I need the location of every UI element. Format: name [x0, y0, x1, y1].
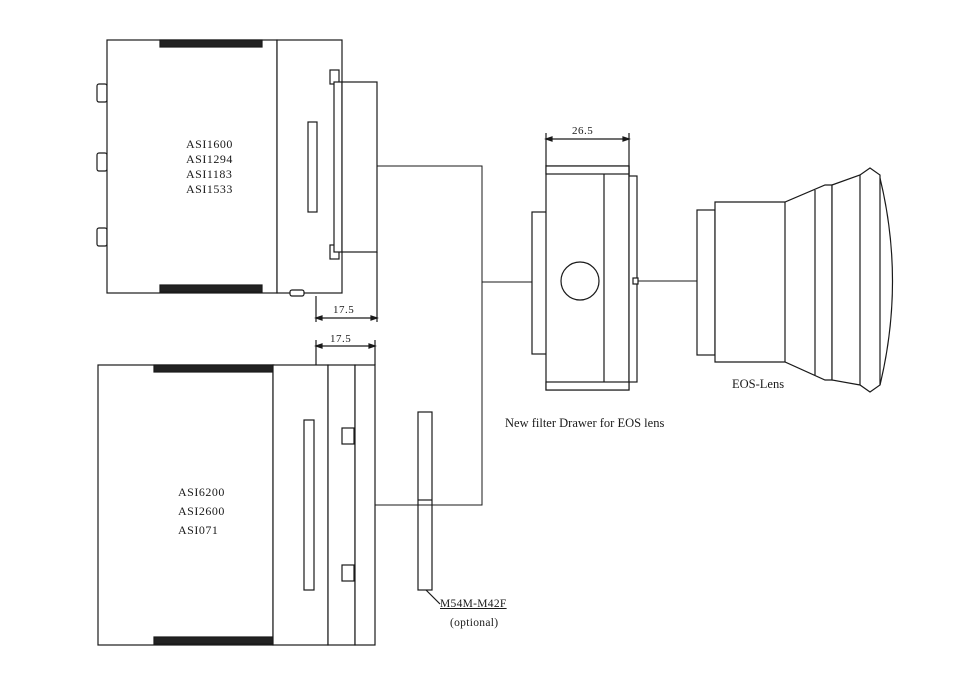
- lens-mount: [696, 209, 716, 356]
- camera-knob: [96, 152, 108, 172]
- mount-clip: [341, 564, 355, 582]
- filter-drawer-dimension: 26.5: [572, 125, 594, 137]
- dimension-filter-drawer: [544, 133, 631, 176]
- camera-knob: [96, 227, 108, 247]
- camera-top-dimension: 17.5: [333, 304, 355, 316]
- lens-front-glass: [879, 177, 894, 386]
- mount-clip: [341, 427, 355, 445]
- adapter-note: (optional): [450, 617, 499, 629]
- sensor-window: [303, 419, 315, 591]
- drawer-top-band: [545, 165, 630, 175]
- camera-front-plate: [354, 364, 376, 646]
- heatsink-strip: [153, 364, 275, 373]
- camera-front-thread: [341, 81, 378, 253]
- dimension-top-camera: [314, 252, 379, 322]
- camera-bottom-model-1: ASI6200: [178, 485, 225, 499]
- eos-lens: [696, 167, 894, 393]
- m54-adapter: [417, 411, 433, 591]
- drawer-pin: [632, 277, 639, 285]
- camera-bottom: [97, 364, 376, 646]
- drawer-knob: [560, 261, 600, 301]
- usb-port: [289, 289, 305, 297]
- camera-bottom-model-2: ASI2600: [178, 504, 225, 518]
- camera-body: [106, 39, 278, 294]
- heatsink-strip: [159, 284, 263, 293]
- camera-flange: [333, 81, 343, 253]
- heatsink-strip: [159, 39, 263, 48]
- camera-knob: [96, 83, 108, 103]
- camera-top-model-1: ASI1600: [186, 137, 233, 151]
- sensor-window: [307, 121, 318, 213]
- dimension-bottom-camera: [314, 340, 377, 365]
- lens-hood: [831, 167, 881, 393]
- filter-drawer: [531, 165, 639, 391]
- camera-flange: [327, 364, 356, 646]
- camera-top-model-3: ASI1183: [186, 167, 233, 181]
- camera-top-model-2: ASI1294: [186, 152, 233, 166]
- eos-lens-label: EOS-Lens: [732, 377, 785, 391]
- camera-bottom-dimension: 17.5: [330, 333, 352, 345]
- connector-lines: [375, 165, 697, 506]
- camera-front-section: [272, 364, 329, 646]
- camera-top-model-4: ASI1533: [186, 182, 233, 196]
- adapter-leader-line: [425, 589, 441, 605]
- camera-bottom-model-3: ASI071: [178, 523, 219, 537]
- adapter-part-number: M54M-M42F: [440, 598, 507, 610]
- drawer-rear-ring: [531, 211, 548, 355]
- camera-top: [96, 39, 378, 297]
- heatsink-strip: [153, 636, 275, 645]
- drawer-bottom-band: [545, 381, 630, 391]
- filter-drawer-caption: New filter Drawer for EOS lens: [505, 416, 665, 430]
